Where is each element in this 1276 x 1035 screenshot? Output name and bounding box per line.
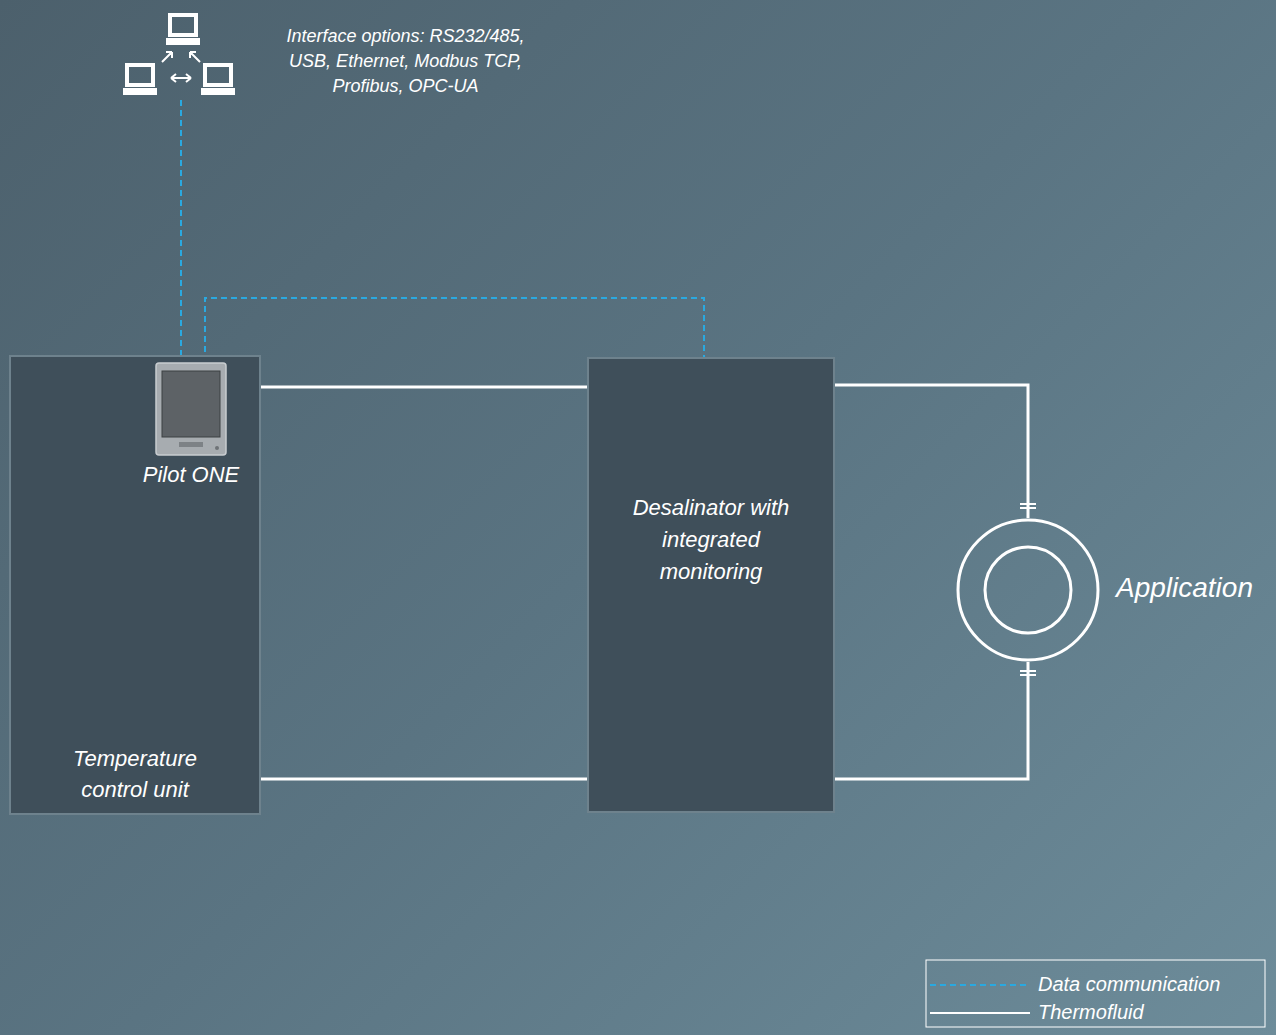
coupling-ticks [1020, 504, 1036, 675]
legend-frame [926, 960, 1265, 1027]
legend-text: Thermofluid [1038, 999, 1144, 1025]
application-label: Application [1116, 571, 1253, 605]
unit-label: Temperature control unit [50, 743, 220, 805]
fluid-line [835, 662, 1028, 779]
fluid-line [835, 385, 1028, 518]
desalinator-label: Desalinator with integrated monitoring [609, 492, 814, 588]
fluid-line [261, 386, 587, 389]
controller-label: Pilot ONE [143, 462, 240, 488]
vessel-symbol [956, 518, 1100, 662]
fluid-line [261, 778, 587, 781]
data-connector [205, 298, 704, 362]
pilot-controller: Pilot ONE [131, 362, 251, 488]
unit-box: Temperature control unit Pilot ONE [9, 355, 261, 815]
network-icon [123, 15, 235, 95]
legend-text: Data communication [1038, 971, 1220, 997]
application-vessel: Application [956, 518, 1266, 662]
network-data-line [180, 100, 182, 360]
controller-device [155, 362, 227, 456]
interface-note: Interface options: RS232/485, USB, Ether… [268, 24, 543, 99]
desalinator-box: Desalinator with integrated monitoring [587, 357, 835, 813]
